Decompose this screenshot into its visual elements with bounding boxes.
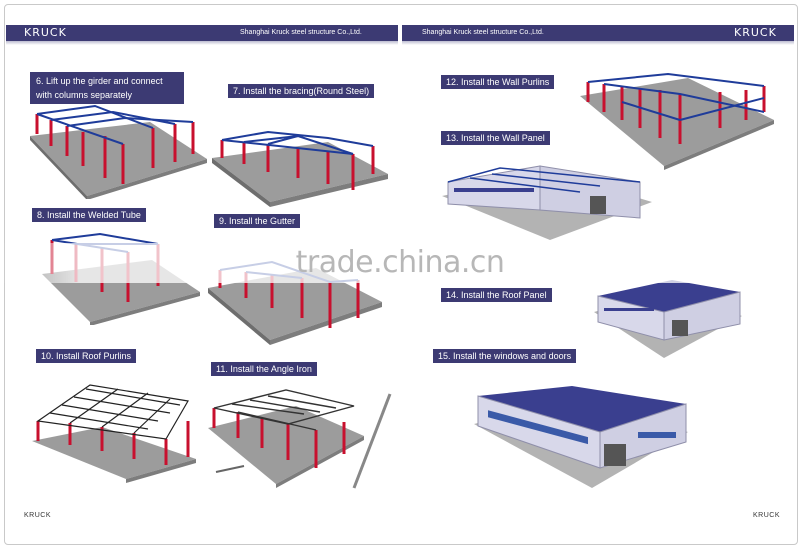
step-9-illustration — [208, 260, 382, 345]
step-9-label: 9. Install the Gutter — [214, 214, 301, 228]
step-10-illustration — [32, 384, 196, 483]
step-15-label: 15. Install the windows and doors — [433, 349, 577, 363]
step-14-label: 14. Install the Roof Panel — [441, 288, 552, 302]
header-fade-right — [402, 41, 794, 45]
step-10-label: 10. Install Roof Purlins — [36, 349, 137, 363]
footer-brand-left: KRUCK — [24, 512, 52, 519]
header-fade-left — [6, 41, 398, 45]
step-11-illustration — [208, 389, 392, 489]
step-7-illustration — [212, 130, 388, 207]
brand-right: KRUCK — [734, 26, 777, 39]
step-6-label: 6. Lift up the girder and connect with c… — [30, 72, 184, 104]
step-6-illustration — [30, 104, 207, 199]
company-name-right: Shanghai Kruck steel structure Co.,Ltd. — [422, 29, 544, 36]
header-bar-right — [402, 25, 794, 41]
watermark-background — [0, 243, 800, 283]
step-12-label: 12. Install the Wall Purlins — [441, 75, 555, 89]
step-15-illustration — [474, 386, 688, 488]
brand-left: KRUCK — [24, 26, 67, 39]
step-7-label: 7. Install the bracing(Round Steel) — [228, 84, 375, 98]
footer-brand-right: KRUCK — [753, 512, 781, 519]
watermark-band: trade.china.cn — [0, 243, 800, 283]
step-14-illustration — [594, 280, 742, 358]
header-bar-left — [6, 25, 398, 41]
step-13-illustration — [442, 165, 652, 240]
watermark-text: trade.china.cn — [295, 245, 505, 280]
step-12-illustration — [580, 72, 774, 170]
step-13-label: 13. Install the Wall Panel — [441, 131, 550, 145]
company-name-left: Shanghai Kruck steel structure Co.,Ltd. — [240, 29, 362, 36]
step-11-label: 11. Install the Angle Iron — [211, 362, 317, 376]
step-8-label: 8. Install the Welded Tube — [32, 208, 146, 222]
